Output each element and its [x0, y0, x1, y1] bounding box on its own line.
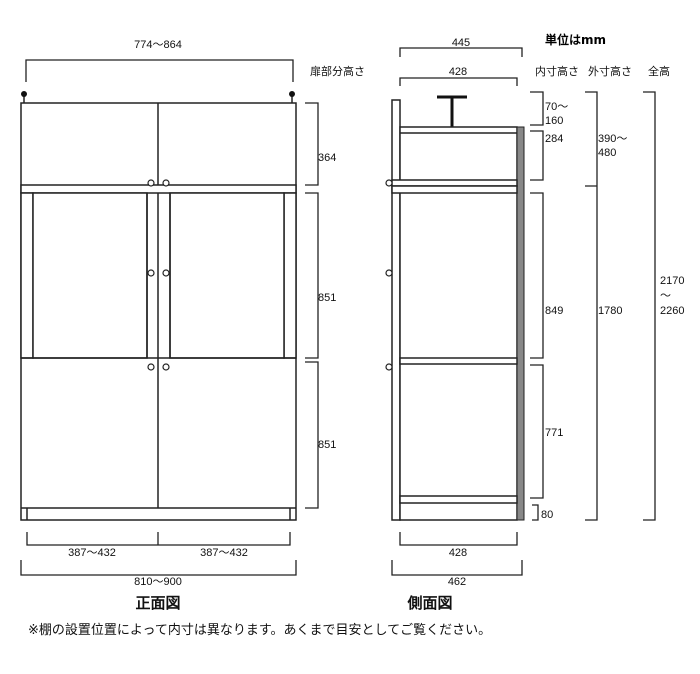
outer-height-label: 480	[598, 147, 616, 159]
glass-door-left	[32, 192, 148, 359]
door-height-label: 851	[318, 439, 336, 451]
outer-height-label: 390～	[598, 133, 627, 145]
unit-label: 単位はmm	[545, 32, 606, 47]
mid-shelf-band	[20, 184, 297, 194]
depth-label: 462	[448, 576, 466, 588]
outer-height-header: 外寸高さ	[588, 64, 632, 78]
inner-height-label: 80	[541, 509, 553, 521]
inner-height-label: 771	[545, 427, 563, 439]
inner-height-label: 284	[545, 133, 563, 145]
depth-label: 428	[449, 66, 467, 78]
ceiling-posts	[21, 91, 295, 103]
footnote: ※棚の設置位置によって内寸は異なります。あくまで目安としてご覧ください。	[28, 622, 491, 638]
inner-height-label: 160	[545, 115, 563, 127]
total-width-label: 810～900	[134, 576, 182, 588]
front-view-title: 正面図	[135, 594, 180, 612]
ceiling-adjuster	[437, 95, 467, 127]
door-width-label: 387～432	[68, 547, 116, 559]
inner-height-label: 849	[545, 305, 563, 317]
side-view: 単位はmm 445 428 内寸高さ 外寸高さ 全高 70～ 160 284 8…	[385, 32, 684, 612]
door-knobs	[147, 179, 170, 371]
depth-label: 428	[449, 547, 467, 559]
top-width-bracket	[25, 59, 294, 82]
top-width-label: 774～864	[134, 39, 182, 51]
door-height-label: 364	[318, 152, 336, 164]
outer-height-label: 1780	[598, 305, 622, 317]
front-view: 774～864 扉部分高さ 364 851 851 387～432 38	[20, 39, 365, 612]
total-height-header: 全高	[648, 64, 670, 78]
door-height-label: 851	[318, 292, 336, 304]
inner-height-header: 内寸高さ	[535, 64, 579, 78]
door-width-label: 387～432	[200, 547, 248, 559]
total-height-label: ～	[660, 290, 671, 302]
glass-door-right	[169, 192, 285, 359]
inner-height-label: 70～	[545, 101, 568, 113]
depth-label: 445	[452, 37, 470, 49]
total-height-label: 2260	[660, 305, 684, 317]
total-height-label: 2170	[660, 275, 684, 287]
side-view-title: 側面図	[406, 594, 452, 612]
door-height-header: 扉部分高さ	[310, 64, 365, 78]
